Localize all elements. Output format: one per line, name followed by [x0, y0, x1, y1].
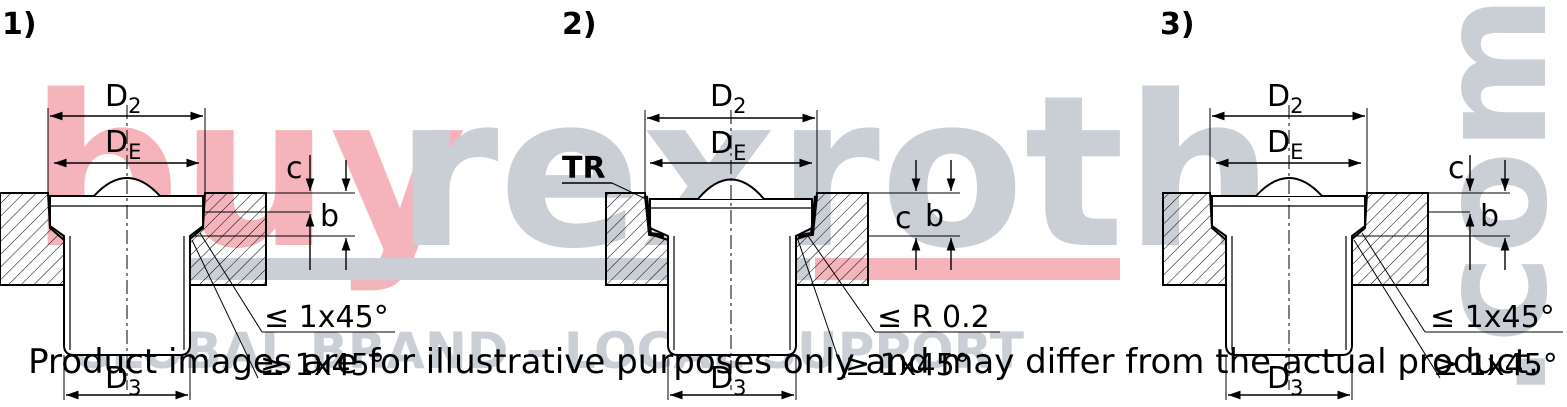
dimension-d3: D3 [105, 361, 141, 400]
disclaimer-text: Product images are for illustrative purp… [28, 342, 1539, 382]
dimension-d3: D3 [710, 361, 746, 400]
figure-2: 2) TR D2 DE D3 c b [562, 7, 1000, 400]
dimension-de: DE [710, 126, 746, 165]
dimension-b: b [925, 199, 944, 234]
figure-1: 1) D2 DE D3 c b ≤ 1x45° [0, 7, 395, 400]
tolerance-ring [644, 195, 665, 238]
watermark-domain: .com [1407, 0, 1567, 400]
dimension-de: DE [105, 125, 141, 164]
dimension-b: b [320, 199, 339, 234]
chamfer-top-note: ≤ 1x45° [1430, 300, 1555, 335]
dimension-de: DE [1267, 125, 1303, 164]
dimension-c: c [1448, 151, 1465, 186]
figure-number: 2) [562, 7, 597, 42]
dimension-b: b [1480, 199, 1499, 234]
radius-note: ≤ R 0.2 [877, 300, 990, 335]
dimension-d2: D2 [1267, 79, 1303, 118]
chamfer-bottom-note: ≥ 1x45° [1433, 348, 1558, 383]
dimension-d2: D2 [710, 79, 746, 118]
ball-unit-body [649, 198, 813, 356]
dimension-c: c [895, 201, 912, 236]
chamfer-top-note: ≤ 1x45° [264, 300, 389, 335]
figure-3: 3) D2 DE D3 c b ≤ 1x45° ≥ 1x45° [1160, 7, 1563, 400]
figure-number: 3) [1160, 7, 1195, 42]
watermark-tagline: GLOBAL BRAND - LOCAL SUPPORT [70, 322, 1024, 380]
figure-number: 1) [2, 7, 37, 42]
watermark-bar-red [815, 258, 1120, 280]
watermark: buy rexroth .com GLOBAL BRAND - LOCAL SU… [30, 0, 1567, 400]
tolerance-ring-label: TR [562, 151, 606, 186]
chamfer-bottom-note: ≥ 1x45° [260, 348, 385, 383]
chamfer-bottom-note: ≥ 1x45° [845, 348, 970, 383]
dimension-c: c [286, 151, 303, 186]
dimension-d3: D3 [1267, 361, 1303, 400]
dimension-d2: D2 [105, 79, 141, 118]
